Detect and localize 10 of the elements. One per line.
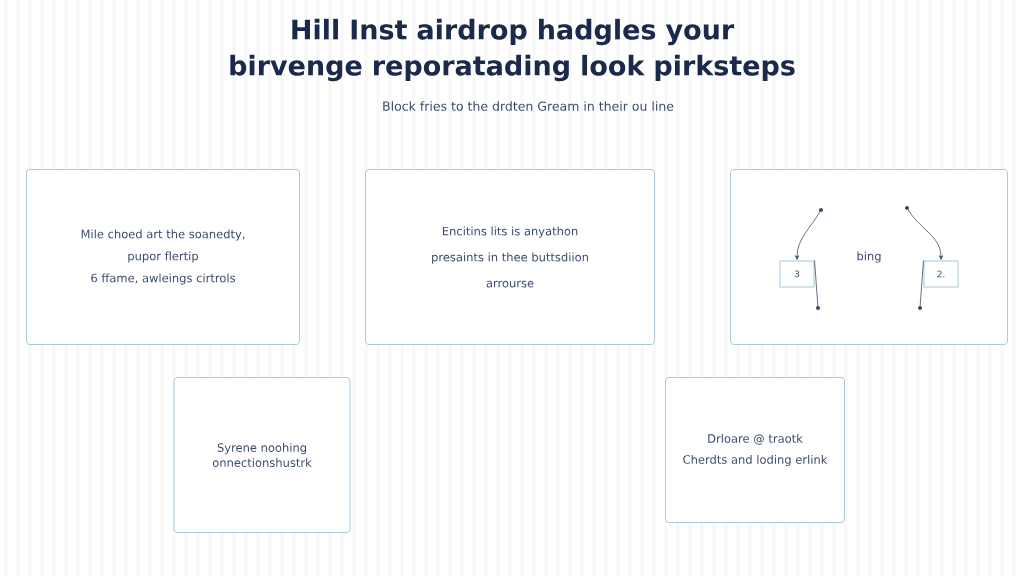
arrow: [906, 207, 943, 260]
subtitle: Block fries to the drdten Gream in their ou line: [383, 101, 674, 111]
arrow: [795, 209, 822, 260]
step-box: 3: [779, 260, 815, 288]
title: Hill Inst airdrop hadgles your birvenge reporatading look pirksteps: [230, 18, 795, 82]
card: Drloare @ traotk Cherdts and loding erlink: [665, 377, 845, 523]
card: Syrene noohing onnectionshustrk: [173, 377, 351, 533]
card: Encitins lits is anyathon presaints in thee buttsdiion arrourse: [365, 169, 655, 345]
step-box: 2.: [923, 260, 959, 288]
card: Mile choed art the soanedty, pupor flertip 6 ffame, awleings cirtrols: [26, 169, 300, 345]
